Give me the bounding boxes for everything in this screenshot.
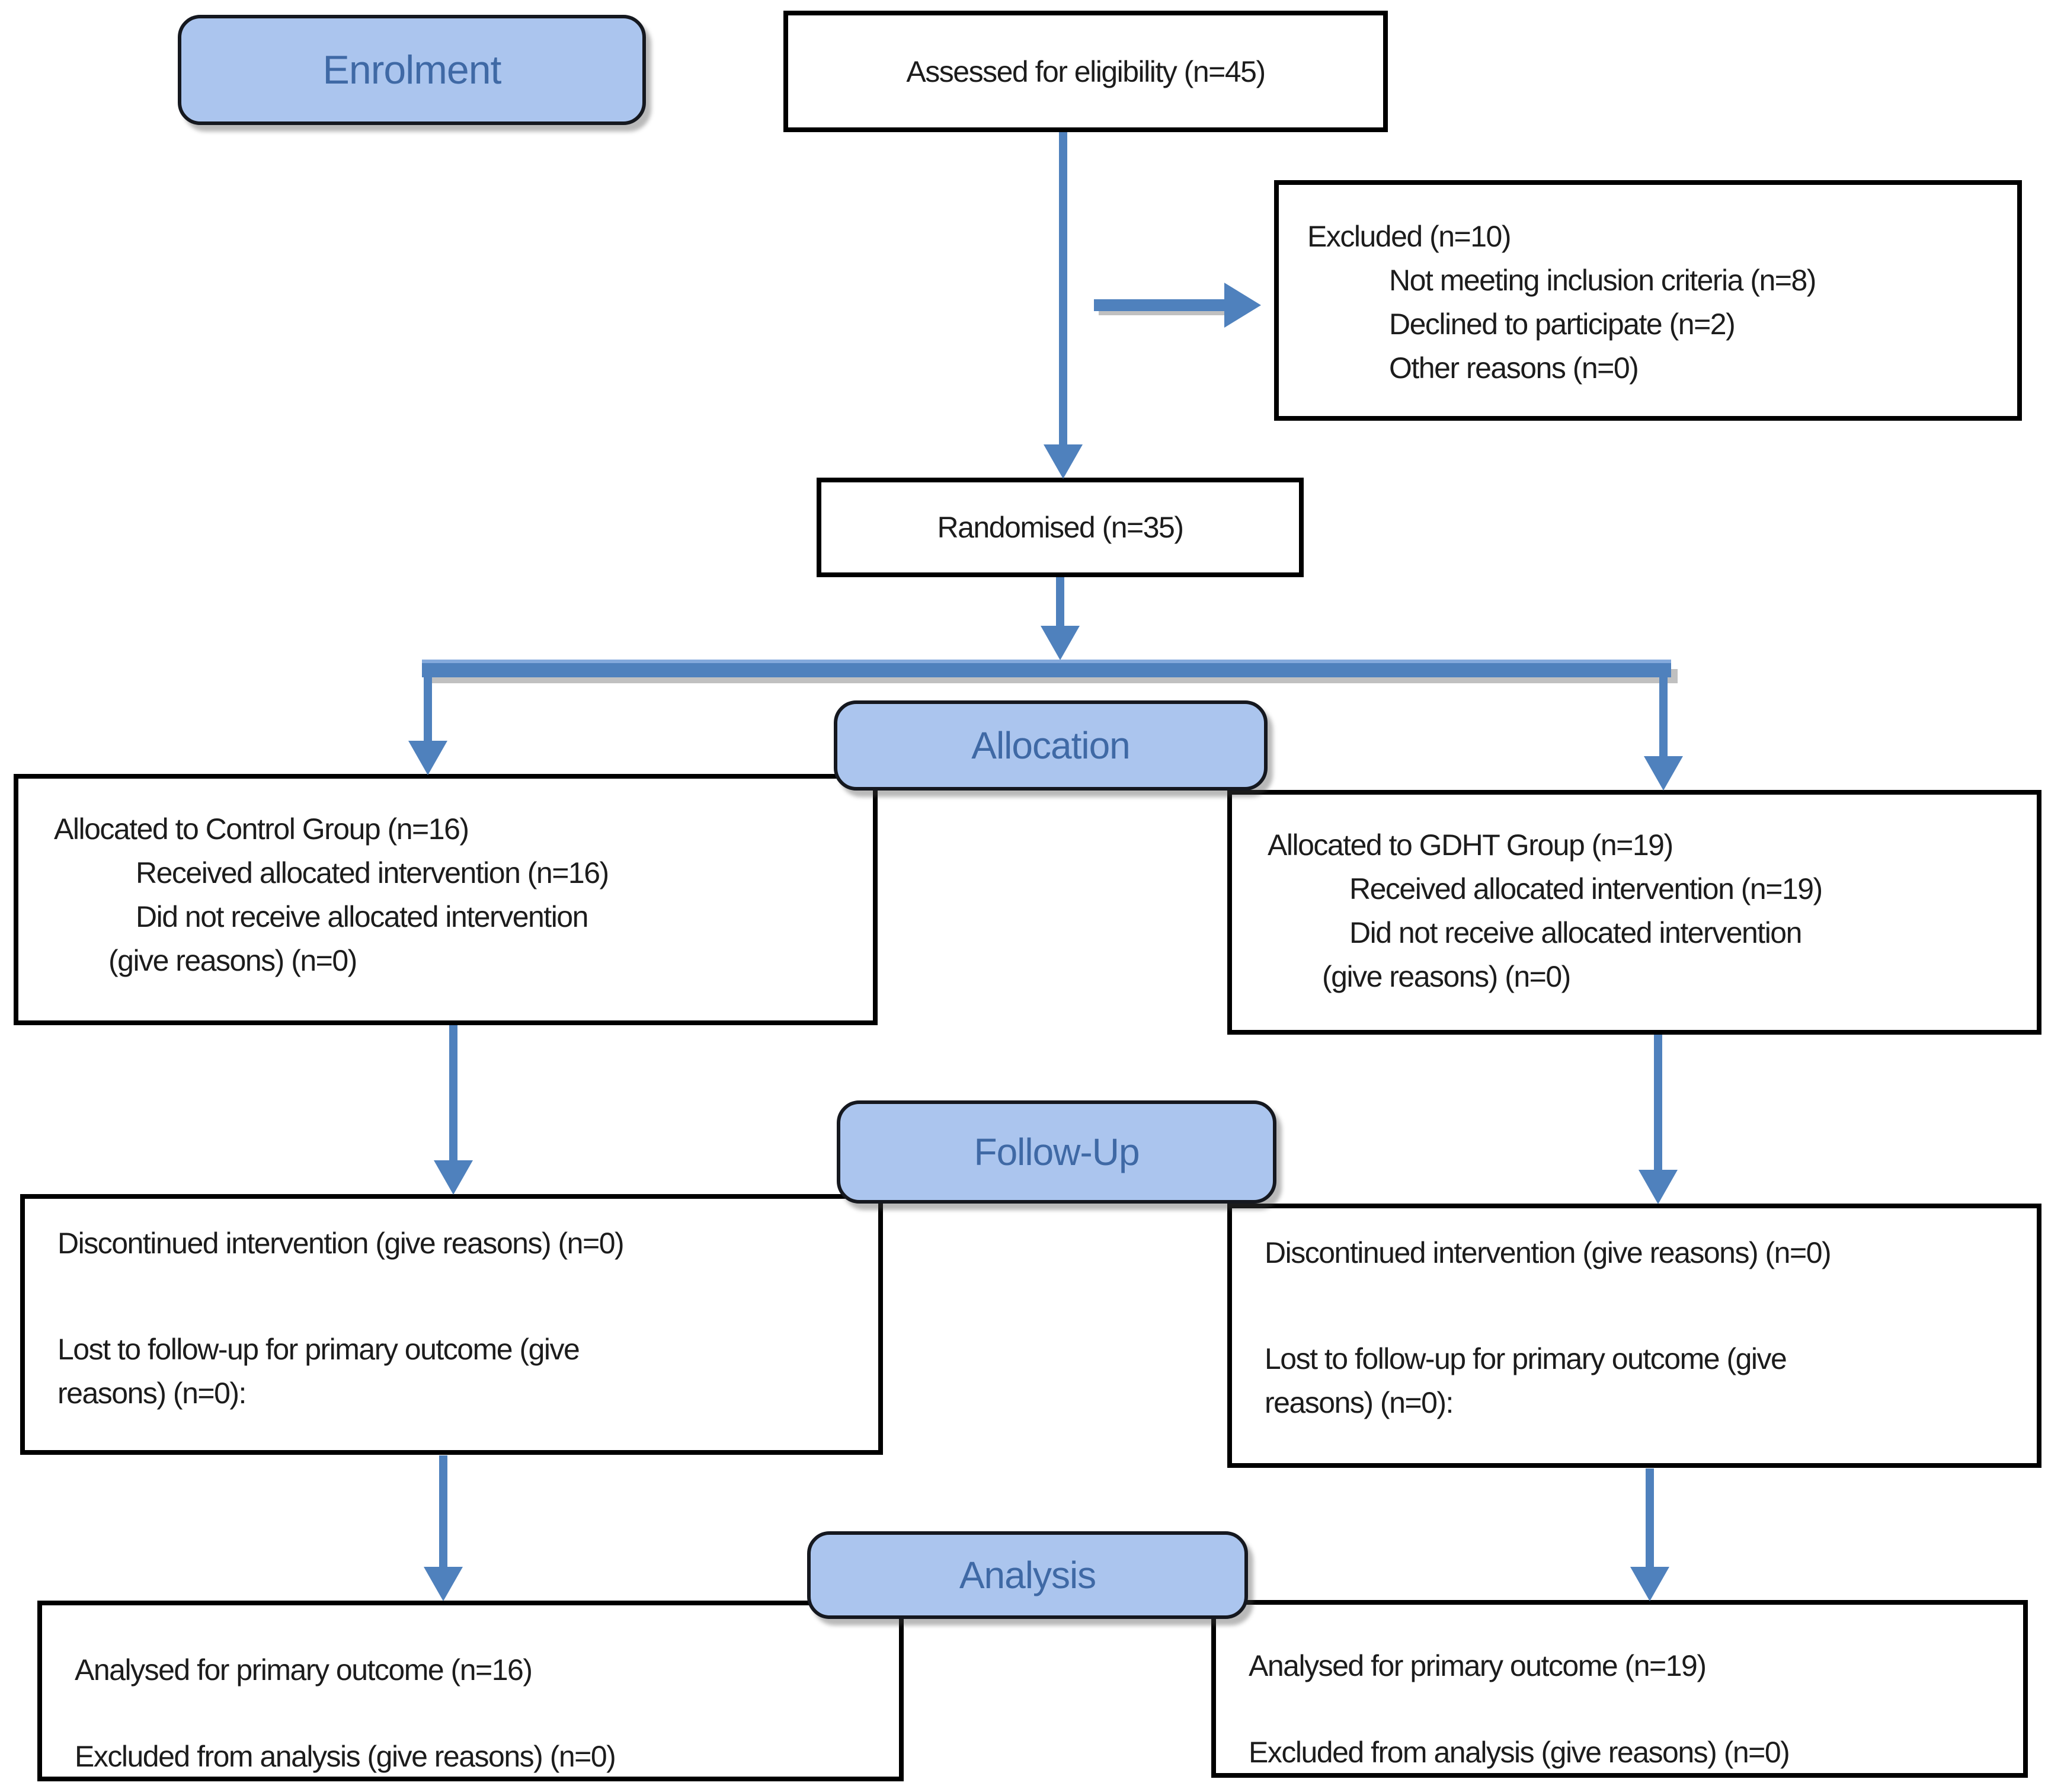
followup-control-lost-2: reasons) (n=0): xyxy=(57,1377,247,1410)
arrow-split-to-control-head xyxy=(408,741,447,775)
arrow-assessed-to-randomised-shaft xyxy=(1059,132,1067,446)
arrow-followup-to-analysis-gdht-head xyxy=(1630,1567,1669,1601)
analysis-gdht-analysed: Analysed for primary outcome (n=19) xyxy=(1249,1649,1707,1682)
followup-control-discontinued: Discontinued intervention (give reasons)… xyxy=(57,1227,625,1260)
stage-label-analysis: Analysis xyxy=(807,1531,1248,1619)
arrow-to-excluded-head xyxy=(1224,283,1261,328)
arrow-assessed-to-randomised-head xyxy=(1044,444,1083,479)
allocation-gdht-reasons: (give reasons) (n=0) xyxy=(1322,960,1571,993)
followup-gdht-box: Discontinued intervention (give reasons)… xyxy=(1227,1204,2041,1468)
assessed-box: Assessed for eligibility (n=45) xyxy=(783,11,1388,132)
excluded-item: Other reasons (n=0) xyxy=(1389,351,1639,385)
arrow-followup-to-analysis-control-head xyxy=(424,1567,463,1601)
allocation-gdht-received: Received allocated intervention (n=19) xyxy=(1349,872,1823,905)
allocation-control-box: Allocated to Control Group (n=16) Receiv… xyxy=(14,774,878,1025)
analysis-label-text: Analysis xyxy=(959,1554,1096,1596)
allocation-control-reasons: (give reasons) (n=0) xyxy=(108,944,357,977)
followup-control-box: Discontinued intervention (give reasons)… xyxy=(20,1194,883,1455)
allocation-control-title: Allocated to Control Group (n=16) xyxy=(54,812,469,846)
stage-label-enrolment: Enrolment xyxy=(178,15,646,125)
arrow-split-to-gdht-shaft xyxy=(1659,670,1668,757)
analysis-gdht-excluded: Excluded from analysis (give reasons) (n… xyxy=(1249,1736,1790,1769)
allocation-control-not-received: Did not receive allocated intervention xyxy=(136,900,588,933)
allocation-control-received: Received allocated intervention (n=16) xyxy=(136,856,609,889)
analysis-control-analysed: Analysed for primary outcome (n=16) xyxy=(75,1653,533,1687)
arrow-control-to-followup-shaft xyxy=(449,1025,457,1163)
followup-gdht-lost-1: Lost to follow-up for primary outcome (g… xyxy=(1265,1342,1787,1375)
followup-gdht-discontinued: Discontinued intervention (give reasons)… xyxy=(1265,1236,1832,1269)
randomised-box: Randomised (n=35) xyxy=(817,478,1304,577)
assessed-text: Assessed for eligibility (n=45) xyxy=(906,55,1266,88)
arrow-control-to-followup-head xyxy=(434,1160,473,1195)
arrow-followup-to-analysis-control-shaft xyxy=(439,1455,447,1569)
stage-label-allocation: Allocation xyxy=(834,700,1268,791)
analysis-gdht-box: Analysed for primary outcome (n=19) Excl… xyxy=(1211,1600,2028,1778)
arrow-randomised-to-split-shaft xyxy=(1056,577,1064,627)
followup-gdht-lost-2: reasons) (n=0): xyxy=(1265,1386,1454,1419)
stage-label-follow-up: Follow-Up xyxy=(837,1100,1276,1204)
allocation-gdht-title: Allocated to GDHT Group (n=19) xyxy=(1268,828,1673,862)
excluded-box: Excluded (n=10) Not meeting inclusion cr… xyxy=(1274,180,2022,421)
follow-up-label-text: Follow-Up xyxy=(974,1131,1140,1173)
excluded-title: Excluded (n=10) xyxy=(1307,220,1512,253)
excluded-item: Not meeting inclusion criteria (n=8) xyxy=(1389,264,1816,297)
followup-control-lost-1: Lost to follow-up for primary outcome (g… xyxy=(57,1333,580,1366)
analysis-control-excluded: Excluded from analysis (give reasons) (n… xyxy=(75,1740,616,1773)
allocation-gdht-box: Allocated to GDHT Group (n=19) Received … xyxy=(1227,790,2041,1035)
arrow-randomised-to-split-head xyxy=(1041,626,1080,660)
allocation-gdht-not-received: Did not receive allocated intervention xyxy=(1349,916,1802,949)
arrow-gdht-to-followup-head xyxy=(1639,1170,1678,1204)
analysis-control-box: Analysed for primary outcome (n=16) Excl… xyxy=(37,1601,904,1781)
randomised-text: Randomised (n=35) xyxy=(937,511,1184,544)
split-bar xyxy=(422,660,1671,677)
arrow-gdht-to-followup-shaft xyxy=(1654,1035,1662,1172)
arrow-split-to-control-shaft xyxy=(424,670,432,742)
allocation-label-text: Allocation xyxy=(971,724,1130,767)
arrow-split-to-gdht-head xyxy=(1644,756,1683,791)
excluded-item: Declined to participate (n=2) xyxy=(1389,308,1736,341)
arrow-followup-to-analysis-gdht-shaft xyxy=(1646,1468,1654,1569)
arrow-to-excluded-shaft xyxy=(1094,299,1225,311)
enrolment-label-text: Enrolment xyxy=(322,47,502,92)
